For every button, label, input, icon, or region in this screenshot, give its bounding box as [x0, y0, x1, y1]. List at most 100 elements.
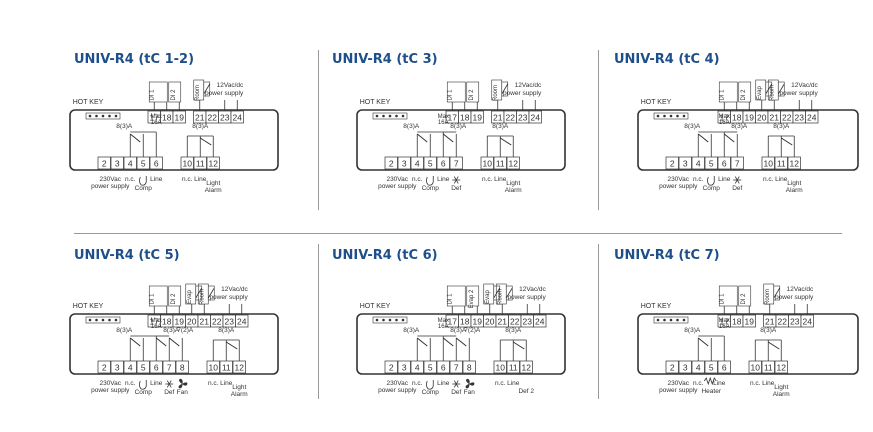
probe-label: Room [765, 289, 771, 305]
top-terminal-number: 18 [162, 113, 172, 123]
max-current-label: Max [438, 114, 449, 120]
relay-rating: 8(3)A [403, 327, 420, 334]
power-supply-label: 230Vac [386, 380, 408, 387]
bottom-terminal-number: 2 [670, 159, 675, 169]
supply-label: power supply [507, 294, 546, 301]
top-terminal-number: 23 [523, 317, 533, 327]
alarm-label: Light [774, 384, 788, 391]
top-terminal-number: 22 [506, 113, 516, 123]
hot-key-pin-icon [401, 318, 405, 322]
bottom-terminal-number: 8 [467, 363, 472, 373]
compressor-icon [139, 380, 147, 390]
bottom-terminal-number: 11 [196, 159, 205, 169]
supply-label: 12Vac/dc [221, 286, 248, 293]
power-supply-label: power supply [659, 183, 698, 190]
bottom-terminal [110, 360, 124, 374]
controller-body [637, 313, 859, 375]
vertical-divider [318, 244, 319, 399]
alarm-relay-rating: 8(3)A [773, 123, 790, 130]
digital-input-label: DI 2 [741, 89, 747, 101]
probe-label: Room [199, 289, 205, 305]
bottom-terminal-number: 6 [441, 363, 446, 373]
horizontal-divider [74, 233, 842, 234]
bottom-terminal [397, 360, 411, 374]
nc-label: n.c. [763, 176, 774, 183]
top-terminal-number: 24 [531, 113, 541, 123]
relay-rating: 8(3)A [116, 327, 133, 334]
digital-input-box [148, 285, 168, 307]
alarm-relay-rating: 8(3)A [760, 327, 777, 334]
top-terminal-number: 19 [473, 317, 483, 327]
probe-slash [195, 287, 203, 299]
max-current-label: Max [719, 114, 730, 120]
top-terminal-number: 23 [790, 317, 800, 327]
alarm-label: Light [506, 180, 520, 187]
relay-contact [780, 137, 793, 146]
probe-slash [777, 83, 785, 95]
relay-contact [442, 337, 454, 347]
max-current-label: 16A [151, 324, 162, 330]
load-label: Def [164, 389, 174, 396]
digital-input-box [718, 285, 738, 307]
bottom-terminal-number: 10 [751, 363, 761, 373]
digital-input-box [446, 285, 466, 307]
hot-key-pin-icon [382, 318, 385, 322]
bottom-terminal-number: 5 [709, 159, 714, 169]
probe-slash [493, 287, 501, 299]
hot-key-pin-icon [101, 318, 105, 322]
bottom-terminal-number: 12 [790, 159, 800, 169]
probe-label: Room [769, 85, 775, 101]
power-supply-label: power supply [659, 387, 698, 394]
nc-label: n.c. [693, 176, 704, 183]
supply-label: 12Vac/dc [791, 82, 818, 89]
relay-rating: 8(3)A [731, 123, 748, 130]
power-supply-label: power supply [378, 387, 417, 394]
relay-contact [155, 337, 167, 347]
digital-input-box [466, 81, 480, 103]
bottom-terminal-number: 6 [722, 363, 727, 373]
relay-contact [168, 337, 180, 347]
panel-title: UNIV-R4 (tC 4) [614, 52, 720, 67]
top-terminal-number: 21 [498, 317, 508, 327]
vertical-divider [598, 50, 599, 210]
relay-rating: 8(3)A [450, 327, 467, 334]
fan-icon [178, 378, 188, 389]
alarm-label: Light [206, 180, 220, 187]
bottom-terminal [665, 156, 679, 170]
hot-key-pin-icon [682, 114, 686, 118]
bottom-terminal-number: 7 [167, 363, 172, 373]
bottom-terminal-number: 11 [509, 363, 518, 373]
max-current-label: Max [151, 318, 162, 324]
bottom-terminal-number: 2 [670, 363, 675, 373]
hot-key-pin-icon [401, 114, 405, 118]
probe-slash [203, 83, 211, 95]
hot-key-label: HOT KEY [73, 99, 104, 106]
compressor-icon [426, 176, 434, 186]
hot-key-pin-icon [114, 318, 118, 322]
digital-input-label: DI 1 [719, 89, 725, 101]
hot-key-label: HOT KEY [73, 303, 104, 310]
digital-input-label: DI 2 [171, 89, 177, 101]
nc-label: n.c. [125, 176, 136, 183]
power-supply-label: power supply [91, 183, 130, 190]
max-current-label: 16A [438, 324, 449, 330]
bottom-terminal-number: 10 [764, 159, 774, 169]
hot-key-port [85, 316, 121, 324]
hot-key-pin-icon [656, 318, 660, 322]
top-terminal-number: 21 [195, 113, 205, 123]
power-supply-label: 230Vac [667, 380, 689, 387]
controller-body [356, 313, 566, 375]
probe-slash [207, 287, 215, 299]
probe-slash [501, 83, 509, 95]
alarm-label: Alarm [231, 391, 248, 398]
hot-key-label: HOT KEY [360, 303, 391, 310]
bottom-terminal-number: 2 [389, 363, 394, 373]
nc-label: n.c. [412, 380, 423, 387]
hot-key-label: HOT KEY [360, 99, 391, 106]
top-terminal-number: 22 [212, 317, 222, 327]
ntc-probe-icon [777, 81, 785, 97]
line-label: Line [713, 380, 726, 387]
bottom-terminal-number: 5 [141, 363, 146, 373]
